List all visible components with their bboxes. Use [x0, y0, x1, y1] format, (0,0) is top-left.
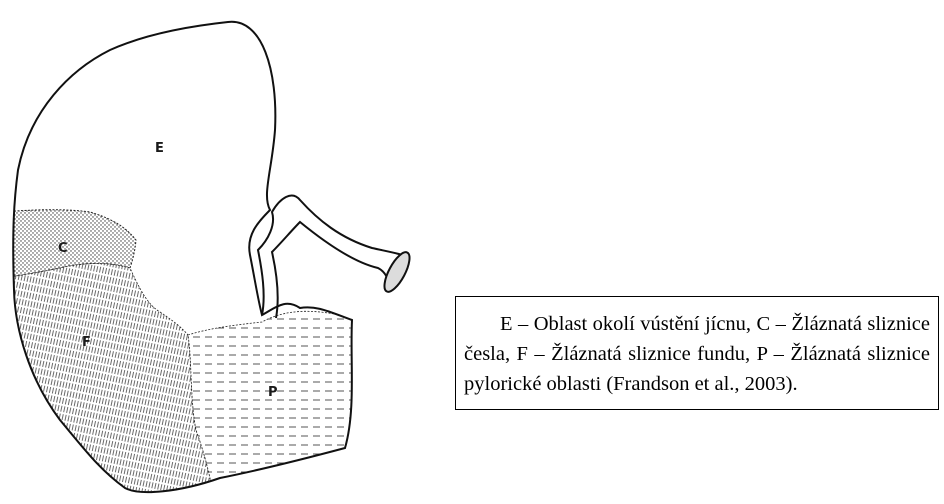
label-p: P	[268, 385, 278, 400]
tube-opening	[380, 249, 415, 295]
caption-box: E – Oblast okolí vústění jícnu, C – Žláz…	[455, 296, 939, 410]
caption-text: E – Oblast okolí vústění jícnu, C – Žláz…	[464, 313, 930, 395]
label-c: C	[58, 241, 68, 256]
region-p-pyloric-zone	[188, 311, 360, 504]
label-e: E	[155, 141, 164, 156]
esophagus-tube-outline	[258, 196, 410, 318]
label-f: F	[82, 335, 91, 350]
stomach-diagram: E C F P	[0, 0, 430, 504]
